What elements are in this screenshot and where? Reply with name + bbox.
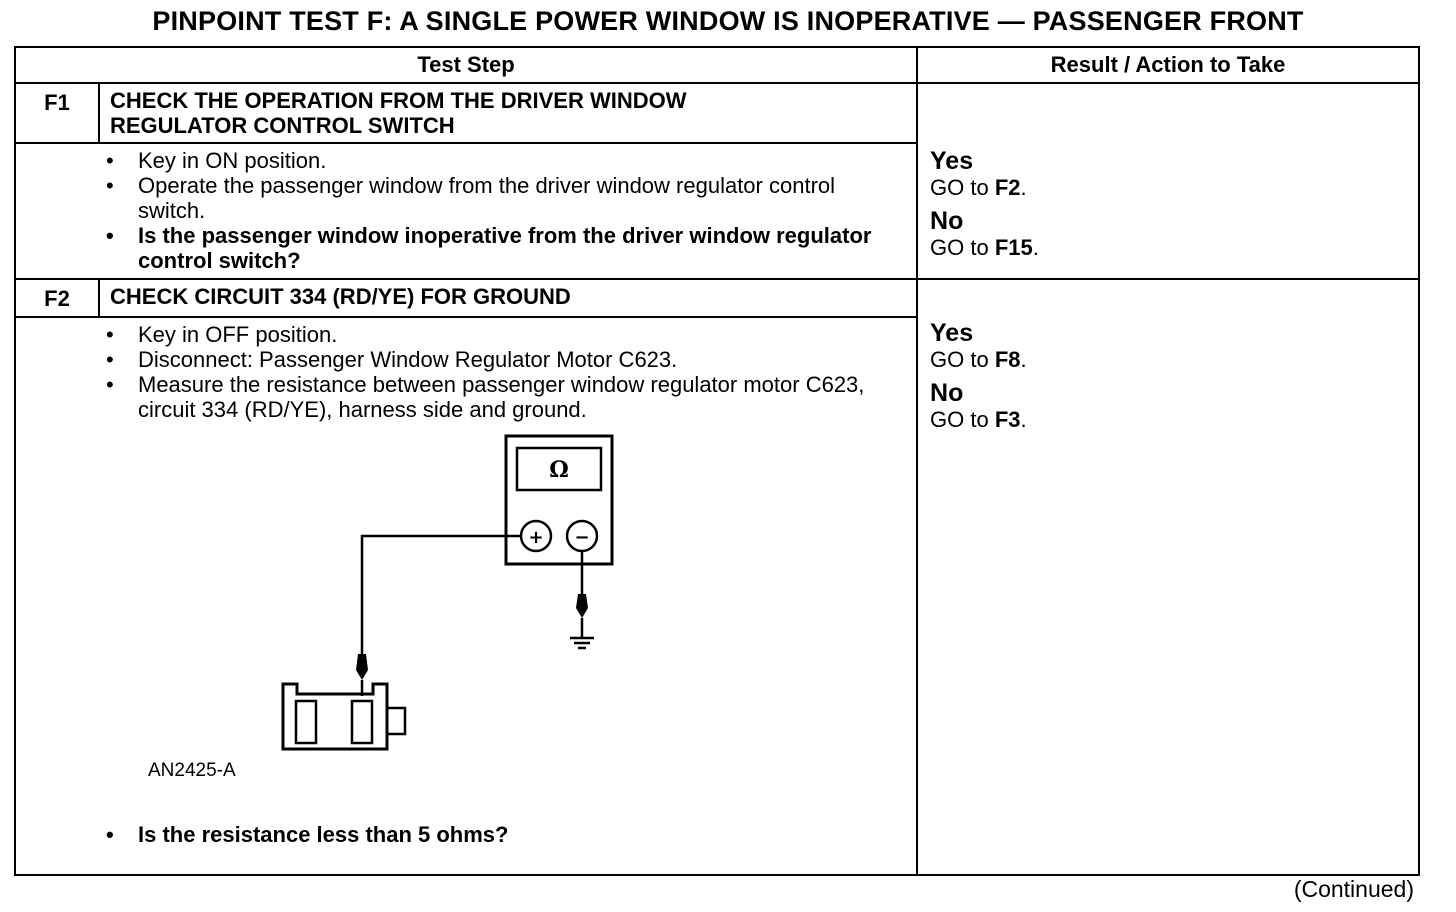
instruction-question: Is the passenger window inoperative from… [86, 223, 896, 273]
instruction-item: Disconnect: Passenger Window Regulator M… [86, 347, 896, 372]
step-f1-heading-row: F1 CHECK THE OPERATION FROM THE DRIVER W… [14, 81, 1421, 280]
connector-c623 [281, 682, 389, 751]
step-heading-line: CHECK THE OPERATION FROM THE DRIVER WIND… [110, 88, 687, 113]
ohmmeter-body [504, 434, 614, 566]
step-instructions: Key in ON position. Operate the passenge… [13, 142, 919, 280]
page-title: PINPOINT TEST F: A SINGLE POWER WINDOW I… [152, 6, 1304, 36]
result-answer-no: No [930, 207, 964, 235]
go-text: GO to [930, 407, 989, 432]
go-text: GO to [930, 175, 989, 200]
instruction-question: Is the resistance less than 5 ohms? [86, 822, 986, 847]
positive-lead [360, 534, 521, 654]
go-text: GO to [930, 235, 989, 260]
connector-pin [294, 699, 318, 745]
step-link[interactable]: F2 [994, 175, 1021, 200]
instruction-item: Key in ON position. [86, 148, 896, 173]
result-action: GO to F8. [930, 347, 1027, 372]
go-text: GO to [930, 347, 989, 372]
probe-tip-icon [576, 594, 588, 618]
pinpoint-test-table: Test Step Result / Action to Take F1 CHE… [13, 46, 1421, 876]
instruction-item: Key in OFF position. [86, 322, 896, 347]
result-answer-yes: Yes [930, 147, 974, 175]
table-header-row: Test Step Result / Action to Take [13, 46, 1421, 84]
result-action: GO to F3. [930, 407, 1027, 432]
header-test-step: Test Step [13, 46, 919, 84]
step-f2-heading-row: F2 CHECK CIRCUIT 334 (RD/YE) FOR GROUND … [14, 278, 1421, 876]
header-result: Result / Action to Take [916, 46, 1421, 84]
result-action: GO to F2. [930, 175, 1027, 200]
step-f2-body-row: Key in OFF position. Disconnect: Passeng… [13, 316, 1419, 876]
connector-latch [385, 706, 407, 736]
step-f1-body-row: Key in ON position. Operate the passenge… [13, 142, 1419, 280]
result-answer-no: No [930, 379, 964, 407]
step-link[interactable]: F3 [994, 407, 1021, 432]
step-heading: CHECK THE OPERATION FROM THE DRIVER WIND… [97, 81, 919, 145]
step-heading-line: CHECK CIRCUIT 334 (RD/YE) FOR GROUND [110, 284, 571, 309]
step-id: F1 [14, 81, 100, 145]
probe-tip-icon [356, 654, 368, 680]
step-heading-line: REGULATOR CONTROL SWITCH [110, 113, 455, 138]
measurement-diagram: Ω + − [16, 426, 916, 866]
step-f1-results: Yes GO to F2. No GO to F15. [916, 82, 1421, 280]
step-instructions: Key in OFF position. Disconnect: Passeng… [13, 316, 919, 876]
continued-note: (Continued) [1293, 876, 1414, 902]
step-link[interactable]: F15 [994, 235, 1033, 260]
result-action: GO to F15. [930, 235, 1039, 260]
result-answer-yes: Yes [930, 319, 974, 347]
plus-icon: + [528, 527, 543, 548]
minus-icon: − [574, 527, 589, 548]
ohm-symbol-icon: Ω [549, 457, 569, 483]
step-id: F2 [14, 278, 100, 318]
instruction-item: Measure the resistance between passenger… [86, 372, 896, 422]
step-heading: CHECK CIRCUIT 334 (RD/YE) FOR GROUND [97, 278, 919, 318]
ohmmeter-diagram: Ω + − [281, 434, 614, 751]
instruction-item: Operate the passenger window from the dr… [86, 173, 896, 223]
step-f2-results: Yes GO to F8. No GO to F3. [916, 278, 1421, 876]
connector-pin [350, 699, 374, 745]
step-link[interactable]: F8 [994, 347, 1021, 372]
ohmmeter-display [515, 446, 603, 492]
figure-label: AN2425-A [148, 760, 236, 781]
